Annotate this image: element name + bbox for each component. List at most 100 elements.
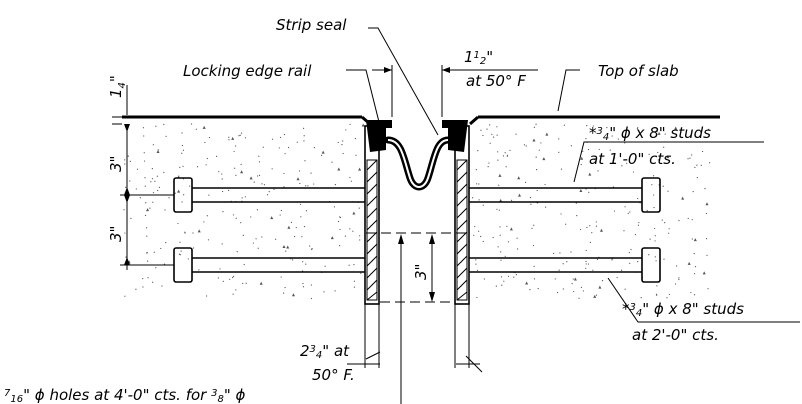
aggregate-dot: [258, 155, 260, 157]
aggregate-dot: [136, 168, 139, 170]
aggregate-dot: [192, 232, 194, 234]
aggregate-dot: [180, 250, 182, 252]
svg-text:3": 3": [412, 264, 430, 280]
aggregate-dot: [320, 154, 323, 156]
aggregate-dot: [263, 184, 266, 186]
aggregate-dot: [151, 168, 153, 170]
studs1-star: *: [589, 124, 597, 142]
aggregate-dot: [233, 150, 235, 153]
aggregate-dot: [152, 281, 154, 283]
aggregate-dot: [629, 262, 631, 264]
aggregate-dot: [124, 159, 126, 161]
aggregate-dot: [624, 142, 626, 144]
aggregate-dot: [123, 209, 125, 211]
aggregate-mark: [321, 150, 325, 154]
aggregate-dot: [146, 252, 148, 254]
aggregate-dot: [632, 171, 635, 173]
aggregate-dot: [592, 269, 594, 271]
aggregate-dot: [146, 235, 148, 237]
aggregate-dot: [480, 235, 482, 238]
aggregate-dot: [190, 123, 193, 125]
aggregate-dot: [533, 224, 535, 226]
aggregate-dot: [156, 175, 158, 177]
aggregate-dot: [678, 219, 680, 222]
aggregate-dot: [235, 145, 237, 147]
aggregate-dot: [573, 290, 575, 293]
aggregate-dot: [636, 128, 638, 130]
label-strip-seal: Strip seal: [276, 16, 347, 34]
left-dimension-lines: [112, 85, 174, 270]
aggregate-dot: [324, 265, 326, 267]
aggregate-dot: [129, 160, 131, 163]
aggregate-dot: [476, 183, 478, 185]
base-ticks: [347, 355, 483, 373]
aggregate-dot: [179, 166, 181, 168]
aggregate-mark: [240, 170, 244, 174]
aggregate-dot: [701, 150, 704, 153]
aggregate-dot: [505, 166, 507, 168]
aggregate-dot: [630, 248, 632, 251]
aggregate-dot: [283, 186, 285, 188]
aggregate-mark: [693, 238, 697, 242]
aggregate-dot: [653, 194, 655, 196]
aggregate-dot: [624, 206, 626, 208]
aggregate-dot: [513, 276, 515, 278]
aggregate-dot: [207, 239, 210, 241]
aggregate-dot: [303, 225, 306, 228]
aggregate-mark: [705, 202, 709, 206]
aggregate-dot: [232, 214, 235, 216]
aggregate-dot: [585, 260, 587, 263]
aggregate-dot: [192, 247, 195, 249]
leader-lines: [346, 27, 800, 360]
aggregate-mark: [657, 131, 661, 135]
aggregate-dot: [537, 288, 539, 290]
aggregate-dot: [500, 259, 502, 261]
aggregate-dot: [313, 147, 315, 149]
aggregate-dot: [299, 182, 301, 185]
aggregate-dot: [623, 230, 625, 232]
aggregate-dot: [310, 172, 312, 174]
aggregate-dot: [504, 255, 506, 257]
aggregate-dot: [339, 244, 341, 247]
aggregate-dot: [595, 294, 598, 296]
aggregate-dot: [535, 123, 537, 125]
aggregate-dot: [235, 174, 237, 177]
aggregate-dot: [150, 181, 152, 183]
aggregate-dot: [144, 177, 146, 179]
aggregate-dot: [337, 141, 339, 144]
aggregate-dot: [261, 183, 263, 185]
aggregate-dot: [497, 246, 499, 248]
aggregate-dot: [668, 232, 670, 234]
aggregate-dot: [640, 297, 642, 299]
aggregate-dot: [258, 161, 261, 163]
aggregate-dot: [298, 170, 301, 172]
aggregate-dot: [221, 190, 224, 193]
label-studs-upper-spacing: at 1'-0" cts.: [589, 150, 676, 168]
aggregate-dot: [217, 277, 219, 279]
aggregate-dot: [614, 157, 616, 159]
aggregate-dot: [239, 134, 241, 136]
studs2-text: " ϕ x 8" studs: [642, 300, 744, 318]
aggregate-dot: [515, 133, 517, 135]
aggregate-dot: [558, 151, 560, 153]
aggregate-mark: [573, 277, 577, 281]
right-edge-rail-assembly: [442, 120, 470, 368]
aggregate-dot: [258, 174, 261, 176]
aggregate-dot: [587, 148, 590, 151]
aggregate-dot: [235, 217, 237, 219]
aggregate-dot: [228, 189, 230, 191]
aggregate-dot: [130, 217, 132, 220]
aggregate-mark: [588, 172, 592, 176]
aggregate-dot: [506, 225, 508, 227]
aggregate-dot: [666, 297, 668, 299]
aggregate-mark: [598, 285, 602, 289]
aggregate-dot: [598, 148, 600, 151]
bgap-num: 3: [310, 344, 316, 355]
aggregate-dot: [663, 146, 665, 148]
aggregate-dot: [354, 138, 357, 140]
aggregate-dot: [653, 206, 655, 209]
aggregate-dot: [341, 144, 343, 146]
aggregate-dot: [496, 208, 498, 210]
svg-text:*34" ϕ x 8" studs: *34" ϕ x 8" studs: [589, 124, 711, 143]
aggregate-dot: [222, 210, 224, 213]
